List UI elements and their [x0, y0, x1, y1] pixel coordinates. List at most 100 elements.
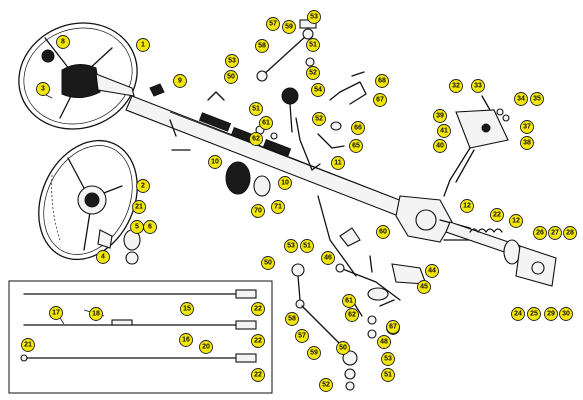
svg-text:59: 59 — [310, 350, 318, 357]
callout[interactable]: 38 — [520, 136, 534, 150]
callout[interactable]: 39 — [433, 109, 447, 123]
callout[interactable]: 61 — [259, 116, 273, 130]
svg-text:9: 9 — [178, 78, 182, 85]
svg-text:22: 22 — [254, 338, 262, 345]
callout[interactable]: 28 — [563, 226, 577, 240]
callout[interactable]: 3 — [36, 82, 50, 96]
callout[interactable]: 62 — [249, 132, 263, 146]
callout[interactable]: 15 — [180, 302, 194, 316]
callout[interactable]: 10 — [278, 176, 292, 190]
callout[interactable]: 12 — [509, 214, 523, 228]
svg-text:27: 27 — [551, 230, 559, 237]
callout[interactable]: 12 — [460, 199, 474, 213]
svg-text:65: 65 — [352, 143, 360, 150]
callout[interactable]: 59 — [307, 346, 321, 360]
svg-text:24: 24 — [514, 311, 522, 318]
callout[interactable]: 61 — [342, 294, 356, 308]
svg-text:62: 62 — [252, 136, 260, 143]
callout[interactable]: 52 — [319, 378, 333, 392]
callout[interactable]: 37 — [520, 120, 534, 134]
svg-text:53: 53 — [384, 356, 392, 363]
callout[interactable]: 71 — [271, 200, 285, 214]
callout[interactable]: 50 — [224, 70, 238, 84]
callout[interactable]: 34 — [514, 92, 528, 106]
callout[interactable]: 58 — [255, 39, 269, 53]
callout[interactable]: 51 — [300, 239, 314, 253]
callout[interactable]: 26 — [533, 226, 547, 240]
callout[interactable]: 51 — [249, 102, 263, 116]
svg-text:50: 50 — [227, 74, 235, 81]
callout[interactable]: 65 — [349, 139, 363, 153]
callout[interactable]: 35 — [530, 92, 544, 106]
callout[interactable]: 1 — [136, 38, 150, 52]
callout[interactable]: 18 — [89, 307, 103, 321]
svg-text:3: 3 — [41, 86, 45, 93]
svg-text:12: 12 — [512, 218, 520, 225]
callout[interactable]: 5 — [130, 220, 144, 234]
callout[interactable]: 53 — [284, 239, 298, 253]
callout[interactable]: 48 — [377, 335, 391, 349]
callout[interactable]: 54 — [311, 83, 325, 97]
callout[interactable]: 27 — [548, 226, 562, 240]
svg-text:28: 28 — [566, 230, 574, 237]
callout[interactable]: 44 — [425, 264, 439, 278]
callout[interactable]: 21 — [132, 200, 146, 214]
callout[interactable]: 52 — [312, 112, 326, 126]
callout[interactable]: 45 — [417, 280, 431, 294]
callout[interactable]: 11 — [331, 156, 345, 170]
callout[interactable]: 25 — [527, 307, 541, 321]
callout[interactable]: 33 — [471, 79, 485, 93]
callout[interactable]: 32 — [449, 79, 463, 93]
svg-text:50: 50 — [339, 345, 347, 352]
callout[interactable]: 22 — [490, 208, 504, 222]
svg-text:26: 26 — [536, 230, 544, 237]
svg-text:25: 25 — [530, 311, 538, 318]
callout[interactable]: 30 — [559, 307, 573, 321]
callout[interactable]: 22 — [251, 334, 265, 348]
callout[interactable]: 51 — [306, 38, 320, 52]
callout[interactable]: 66 — [351, 121, 365, 135]
callout[interactable]: 67 — [373, 93, 387, 107]
callout[interactable]: 10 — [208, 155, 222, 169]
callout[interactable]: 60 — [376, 225, 390, 239]
callout[interactable]: 50 — [261, 256, 275, 270]
callout[interactable]: 16 — [179, 333, 193, 347]
callout[interactable]: 53 — [307, 10, 321, 24]
callout[interactable]: 8 — [56, 35, 70, 49]
svg-text:22: 22 — [254, 306, 262, 313]
callout[interactable]: 70 — [251, 204, 265, 218]
callout[interactable]: 4 — [96, 250, 110, 264]
callout[interactable]: 9 — [173, 74, 187, 88]
callout[interactable]: 22 — [251, 368, 265, 382]
callout[interactable]: 57 — [295, 329, 309, 343]
callout[interactable]: 58 — [285, 312, 299, 326]
callout[interactable]: 53 — [381, 352, 395, 366]
callout[interactable]: 52 — [306, 66, 320, 80]
callout[interactable]: 2 — [136, 179, 150, 193]
callout[interactable]: 68 — [375, 74, 389, 88]
callout[interactable]: 62 — [345, 308, 359, 322]
svg-text:37: 37 — [523, 124, 531, 131]
callout[interactable]: 21 — [21, 338, 35, 352]
svg-text:41: 41 — [440, 128, 448, 135]
callout[interactable]: 22 — [251, 302, 265, 316]
svg-text:12: 12 — [463, 203, 471, 210]
svg-text:34: 34 — [517, 96, 525, 103]
svg-text:61: 61 — [345, 298, 353, 305]
callout[interactable]: 41 — [437, 124, 451, 138]
callout[interactable]: 51 — [381, 368, 395, 382]
callout[interactable]: 53 — [225, 54, 239, 68]
svg-text:8: 8 — [61, 39, 65, 46]
callout[interactable]: 17 — [49, 306, 63, 320]
callout[interactable]: 24 — [511, 307, 525, 321]
callout[interactable]: 29 — [544, 307, 558, 321]
callout[interactable]: 50 — [336, 341, 350, 355]
callout[interactable]: 46 — [321, 251, 335, 265]
upper-linkage — [256, 19, 367, 171]
callout[interactable]: 40 — [433, 139, 447, 153]
callout[interactable]: 57 — [266, 17, 280, 31]
callout[interactable]: 20 — [199, 340, 213, 354]
callout[interactable]: 59 — [282, 20, 296, 34]
callout[interactable]: 67 — [386, 320, 400, 334]
callout[interactable]: 6 — [143, 220, 157, 234]
